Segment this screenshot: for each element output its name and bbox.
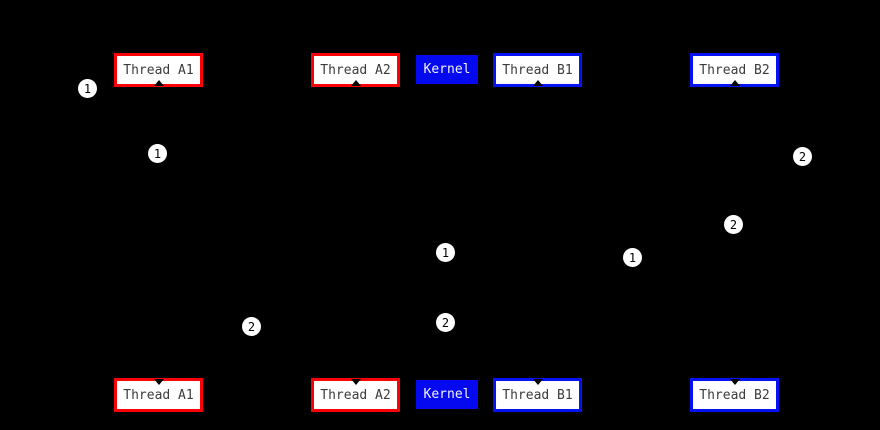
arrowhead-icon [153, 379, 164, 385]
step-badge-1: 1 [436, 243, 455, 262]
thread-b2-label: Thread B2 [699, 387, 770, 403]
step-badge-1: 1 [148, 144, 167, 163]
thread-a1-label: Thread A1 [123, 62, 194, 78]
step-badge-2: 2 [242, 317, 261, 336]
kernel-label: Kernel [423, 62, 471, 77]
step-badge-2: 2 [436, 313, 455, 332]
thread-b2-box-top: Thread B2 [690, 53, 779, 87]
thread-b1-box-bottom: Thread B1 [493, 378, 582, 412]
thread-a1-box-bottom: Thread A1 [114, 378, 203, 412]
step-badge-1: 1 [623, 248, 642, 267]
arrowhead-icon [729, 379, 740, 385]
thread-a1-box-top: Thread A1 [114, 53, 203, 87]
arrowhead-icon [729, 80, 740, 86]
thread-b1-box-top: Thread B1 [493, 53, 582, 87]
arrowhead-icon [153, 80, 164, 86]
arrowhead-icon [350, 80, 361, 86]
thread-a2-label: Thread A2 [320, 387, 391, 403]
arrowhead-icon [350, 379, 361, 385]
kernel-label: Kernel [423, 387, 471, 402]
thread-a2-label: Thread A2 [320, 62, 391, 78]
step-badge-2: 2 [793, 147, 812, 166]
thread-a1-label: Thread A1 [123, 387, 194, 403]
kernel-box-top: Kernel [416, 55, 478, 84]
thread-b1-label: Thread B1 [502, 387, 573, 403]
thread-b1-label: Thread B1 [502, 62, 573, 78]
arrowhead-icon [532, 379, 543, 385]
step-badge-1: 1 [78, 79, 97, 98]
thread-a2-box-top: Thread A2 [311, 53, 400, 87]
thread-a2-box-bottom: Thread A2 [311, 378, 400, 412]
step-badge-2: 2 [724, 215, 743, 234]
thread-b2-box-bottom: Thread B2 [690, 378, 779, 412]
arrowhead-icon [532, 80, 543, 86]
thread-b2-label: Thread B2 [699, 62, 770, 78]
kernel-box-bottom: Kernel [416, 380, 478, 409]
